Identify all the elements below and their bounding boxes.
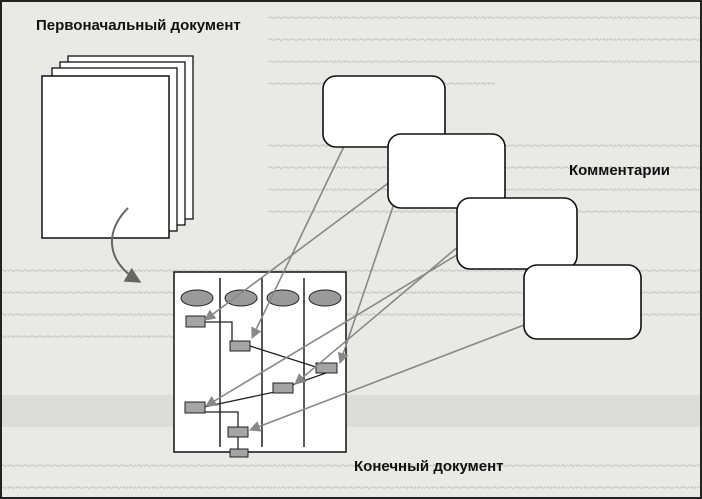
source-document-stack (41, 55, 194, 239)
comment-arrow (205, 243, 476, 407)
svg-text:~~~~~~~~~~~~~~~~~~~~~~~~~~~~~~: ~~~~~~~~~~~~~~~~~~~~~~~~~~~~~~~~~~~~~~~~… (268, 55, 702, 70)
swimlane-header-oval (180, 289, 214, 307)
source-document-label: Первоначальный документ (36, 17, 241, 34)
svg-text:~~~~~~~~~~~~~~~~~~~~~~~~~~~~~~: ~~~~~~~~~~~~~~~~~~~~~~~~~~~~~~~~~~~~~~~~… (268, 11, 702, 26)
final-document-label: Конечный документ (354, 458, 504, 475)
process-box (185, 315, 206, 328)
comment-box (456, 197, 578, 270)
comment-box (523, 264, 642, 340)
flow-arrow (110, 207, 142, 283)
final-document (173, 271, 347, 458)
process-box (227, 426, 249, 438)
process-box (315, 362, 338, 374)
comment-arrow (294, 239, 467, 385)
swimlane-header-oval (308, 289, 342, 307)
process-box (229, 448, 249, 458)
comment-arrow (337, 179, 403, 365)
swimlane-header-oval (224, 289, 258, 307)
connector-line (204, 411, 239, 427)
connector-line (249, 345, 317, 368)
swimlane-header-oval (266, 289, 300, 307)
process-box (184, 401, 206, 414)
comment-box (387, 133, 506, 209)
svg-text:~~~~~~~~~~~~~~~~~~~~~~~~~~~~~~: ~~~~~~~~~~~~~~~~~~~~~~~~~~~~~~~~~~~~~~~~… (0, 481, 702, 496)
comment-arrow (251, 137, 349, 340)
process-box (272, 382, 294, 394)
connector-line (205, 321, 233, 342)
process-box (229, 340, 251, 352)
comment-arrow (204, 177, 396, 321)
comments-label: Комментарии (569, 162, 670, 179)
comment-box (322, 75, 446, 148)
comment-callouts (322, 75, 642, 340)
svg-text:~~~~~~~~~~~~~~~~~~~~~~~~~~~~~~: ~~~~~~~~~~~~~~~~~~~~~~~~~~~~~~~~~~~~~~~~… (268, 33, 702, 48)
svg-text:~~~~~~~~~~~~~~~~~~~~~~~~~~~~~~: ~~~~~~~~~~~~~~~~~~~~~~~~~~~~~~~~~~~~~~~~… (0, 459, 702, 474)
comment-arrow (248, 319, 538, 432)
page-sheet (41, 75, 170, 239)
comment-arrows (204, 137, 538, 432)
svg-text:~~~~~~~~~~~~~~~~~~~~~~~~: ~~~~~~~~~~~~~~~~~~~~~~~~ (0, 330, 182, 345)
